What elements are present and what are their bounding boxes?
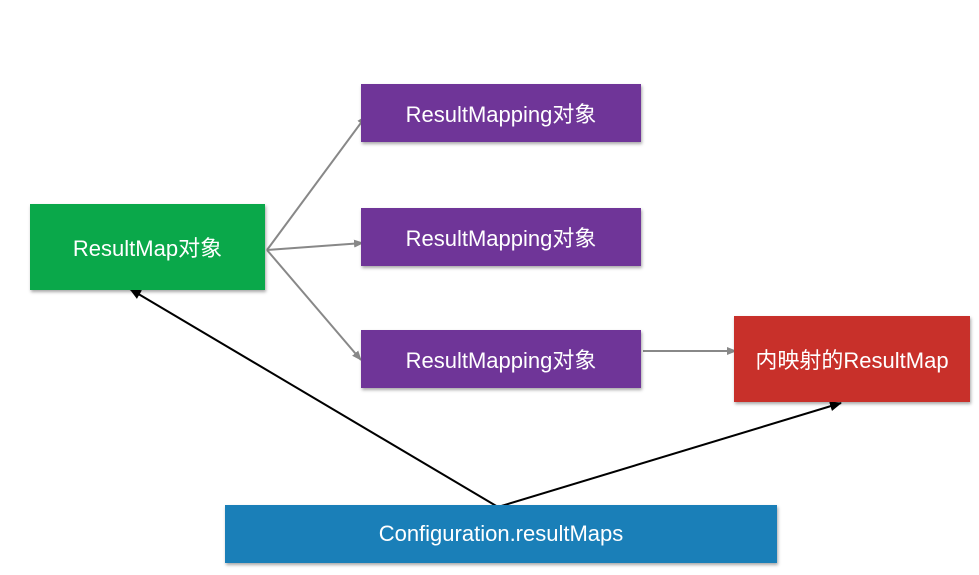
resultmapping-node-2: ResultMapping对象	[361, 208, 641, 266]
resultmap-node: ResultMap对象	[30, 204, 265, 290]
edge-resultmap-to-mapping-2	[266, 239, 364, 251]
configuration-resultmaps-node: Configuration.resultMaps	[225, 505, 777, 563]
nested-resultmap-node: 内映射的ResultMap	[734, 316, 970, 402]
edge-configuration-to-nested-resultmap	[497, 401, 842, 508]
edge-configuration-to-resultmap	[129, 288, 499, 508]
resultmapping-node-3: ResultMapping对象	[361, 330, 641, 388]
resultmapping-node-1: ResultMapping对象	[361, 84, 641, 142]
edge-resultmap-to-mapping-1	[266, 115, 367, 251]
edge-resultmap-to-mapping-3	[266, 249, 362, 361]
